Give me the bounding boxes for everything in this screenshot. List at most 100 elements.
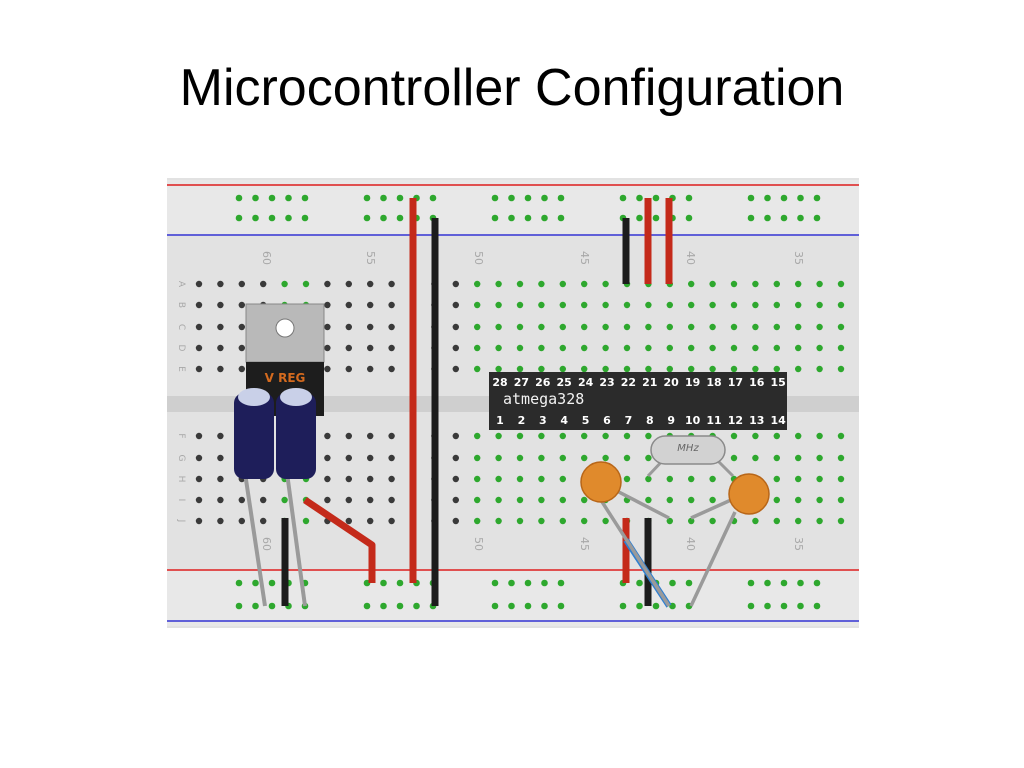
breadboard-hole [345,301,352,309]
breadboard-hole [345,280,352,288]
breadboard-hole [559,301,566,309]
breadboard-hole [752,432,759,440]
electrolytic-capacitor-1 [234,388,274,607]
chip-pin-top: 23 [599,376,614,389]
breadboard-hole [217,323,224,331]
breadboard-hole [602,517,609,525]
breadboard-hole [623,365,631,373]
breadboard-hole [816,517,823,525]
breadboard-hole [666,496,673,504]
row-letter: J [176,519,186,523]
breadboard-hole [645,365,652,373]
breadboard-hole [195,365,203,373]
rail-hole [541,214,548,222]
breadboard-hole [645,301,652,309]
breadboard-hole [688,365,695,373]
rail-hole [747,579,755,587]
breadboard-hole [837,323,845,331]
chip-pin-top: 19 [685,376,700,389]
chip-pin-top: 18 [706,376,721,389]
chip-pin-top: 22 [621,376,636,389]
rail-hole [557,579,565,587]
breadboard-hole [495,496,502,504]
breadboard-hole [602,323,609,331]
breadboard-hole [602,365,609,373]
breadboard-hole [773,280,780,288]
breadboard-hole [816,496,823,504]
rail-hole [429,194,437,202]
rail-hole [252,194,259,202]
breadboard-hole [516,280,524,288]
breadboard-hole [773,517,780,525]
chip-pin-bottom: 11 [706,414,721,427]
rail-hole [780,214,788,222]
breadboard-hole [367,365,374,373]
breadboard-hole [816,475,823,483]
breadboard-hole [752,517,759,525]
breadboard-hole [709,496,716,504]
breadboard-hole [495,344,502,352]
breadboard-hole [217,454,224,462]
breadboard-hole [452,517,459,525]
breadboard-hole [474,496,481,504]
breadboard-hole [559,280,566,288]
breadboard-hole [773,344,780,352]
rail-hole [235,579,243,587]
rail-hole [557,194,565,202]
breadboard-hole [260,496,267,504]
breadboard-hole [217,475,224,483]
rail-hole [524,579,532,587]
breadboard-hole [238,496,245,504]
breadboard-hole [559,475,566,483]
rail-hole [491,579,499,587]
breadboard-hole [581,301,588,309]
breadboard-hole [581,280,588,288]
breadboard-hole [452,432,459,440]
breadboard-hole [238,517,245,525]
breadboard-hole [581,454,588,462]
rail-hole [764,194,771,202]
rail-hole [685,194,693,202]
breadboard-hole [795,365,802,373]
breadboard-hole [538,454,545,462]
chip-name: atmega328 [503,390,584,408]
breadboard-hole [474,432,481,440]
rail-hole [396,214,404,222]
breadboard-hole [602,454,609,462]
rail-hole [396,602,404,610]
row-letter: D [176,345,186,352]
rail-hole [747,194,755,202]
capacitor-lead [285,472,307,607]
breadboard-hole [773,301,780,309]
breadboard-hole [474,301,481,309]
rail-hole [380,579,387,587]
breadboard-hole [495,280,502,288]
rail-hole [636,194,643,202]
chip-pin-top: 21 [642,376,657,389]
breadboard-hole [666,475,673,483]
breadboard-hole [195,323,203,331]
rail-hole [636,602,643,610]
top-rail-strip [167,180,859,236]
rail-hole [380,602,387,610]
breadboard-hole [452,301,459,309]
breadboard-hole [516,475,524,483]
chip-pin-bottom: 14 [771,414,787,427]
chip-pin-bottom: 1 [496,414,504,427]
breadboard-hole [752,323,759,331]
column-number-top: 45 [578,251,591,265]
breadboard-hole [795,432,802,440]
rail-hole [797,194,804,202]
chip-pin-bottom: 6 [603,414,611,427]
breadboard-hole [516,344,524,352]
breadboard-hole [324,323,331,331]
breadboard-hole [345,344,352,352]
capacitor-top [238,388,270,406]
rail-hole [619,194,627,202]
chip-pin-bottom: 10 [685,414,701,427]
breadboard-hole [538,432,545,440]
breadboard-hole [217,280,224,288]
breadboard-hole [324,475,331,483]
